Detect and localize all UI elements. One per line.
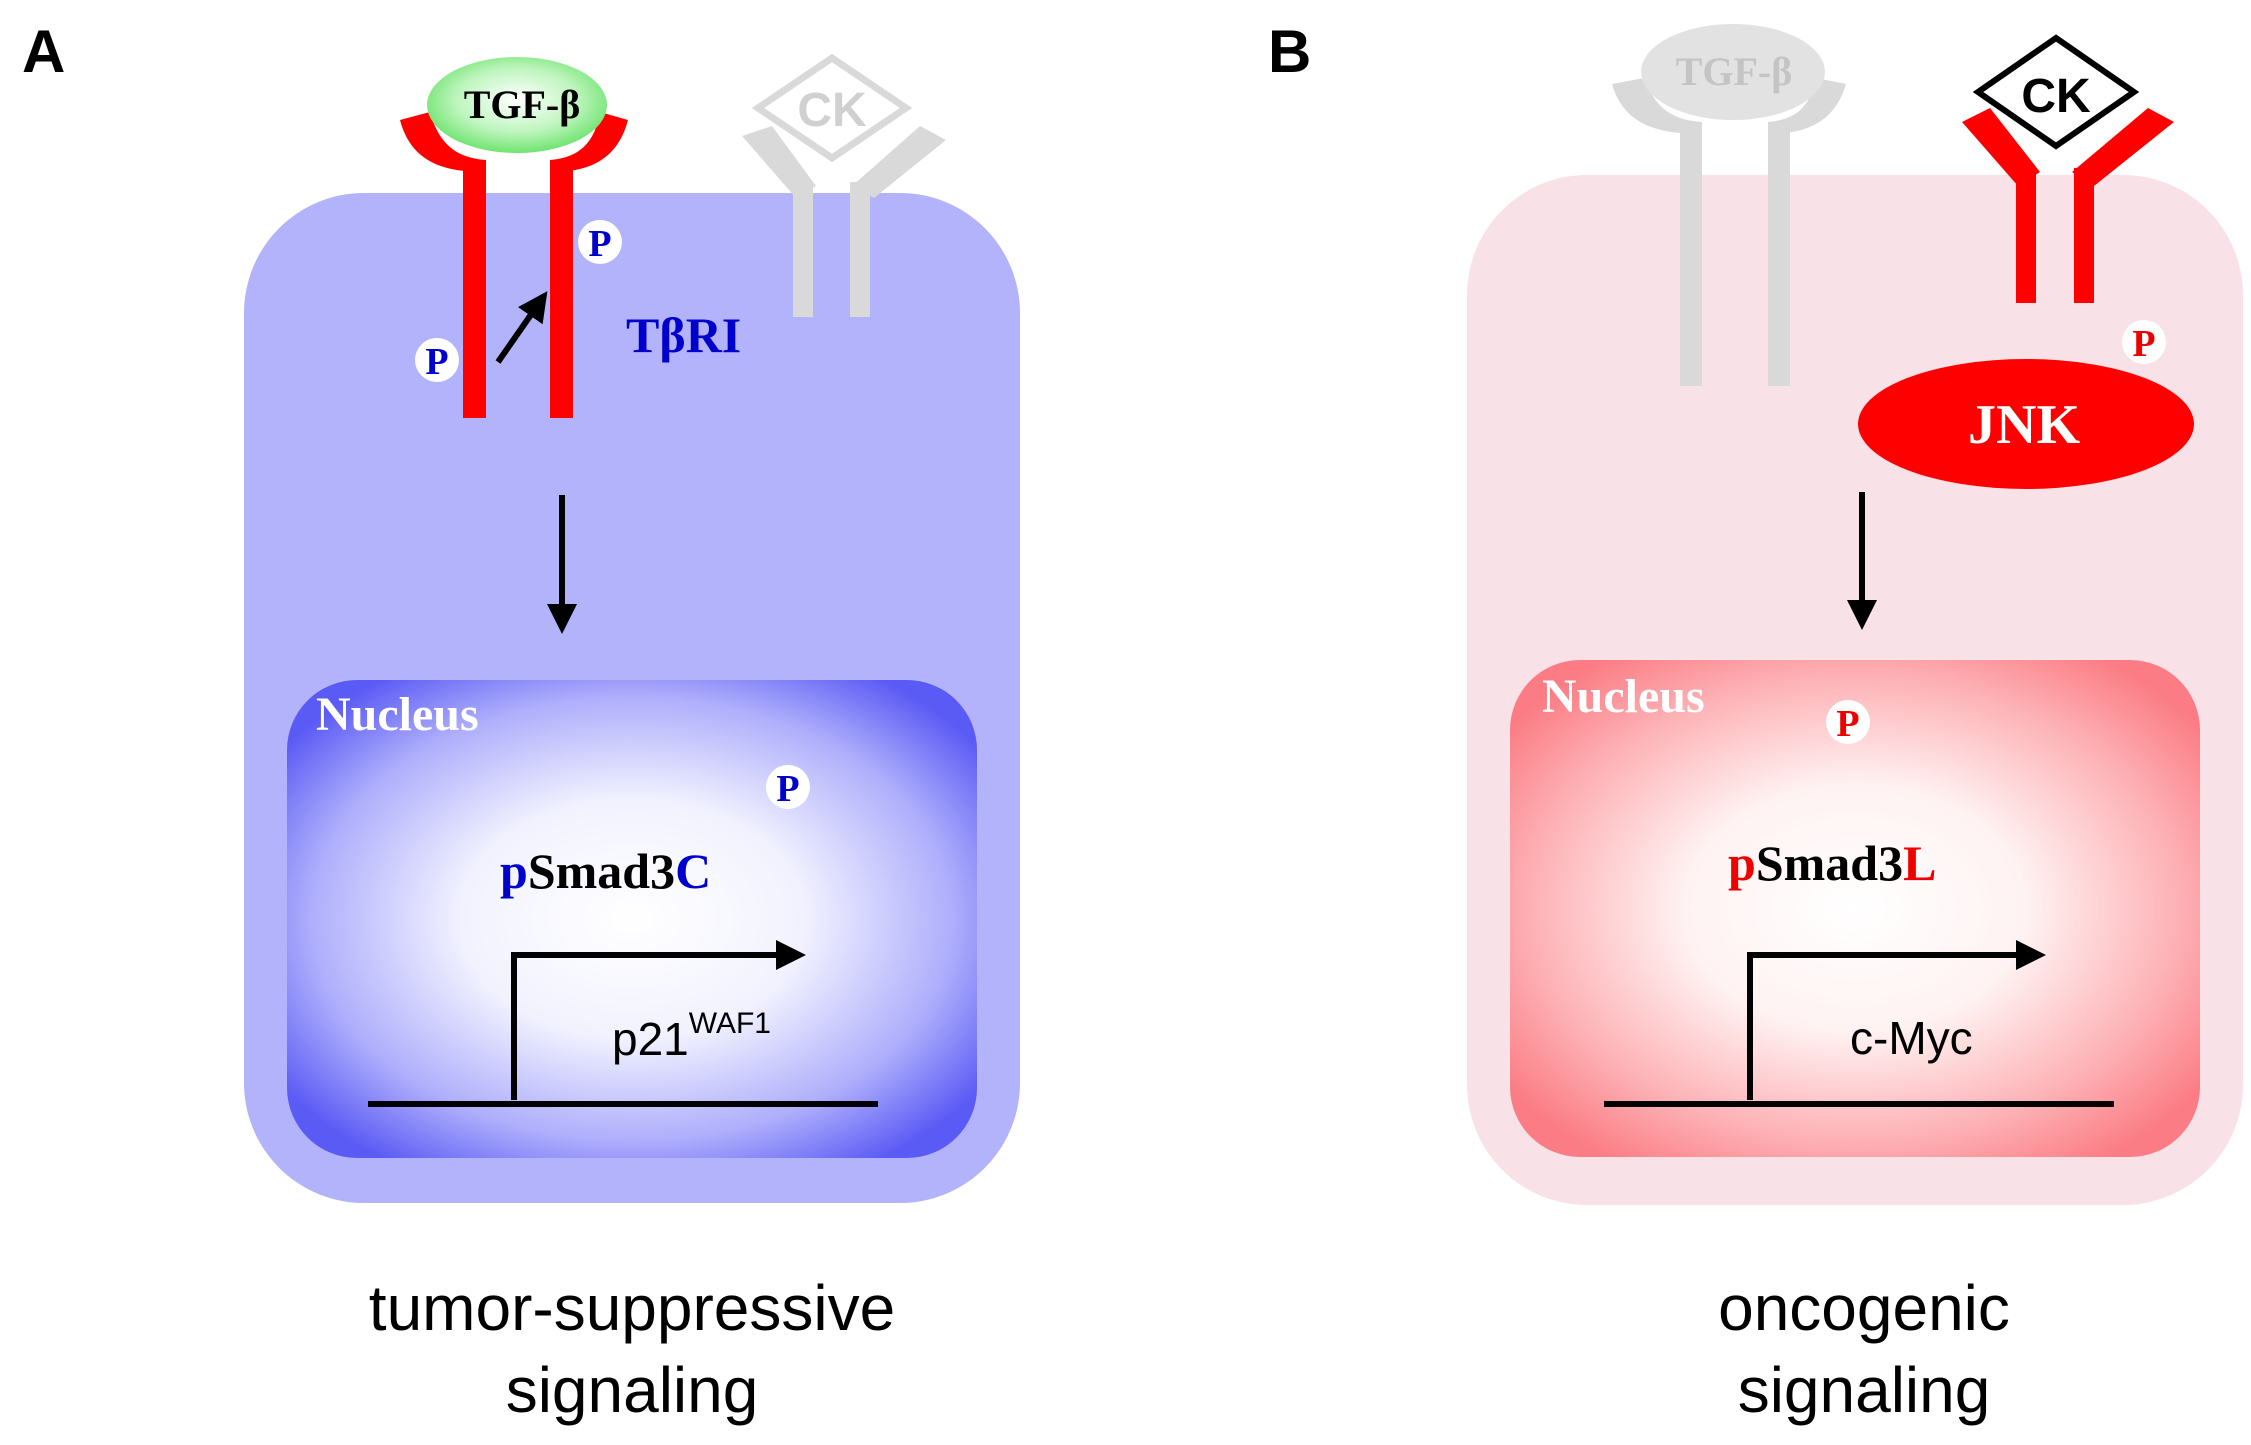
panel-a: A CK TGF-β P P	[22, 18, 1020, 1426]
svg-text:P: P	[1836, 703, 1859, 745]
svg-text:P: P	[588, 223, 611, 265]
caption-a-line1: tumor-suppressive	[369, 1272, 895, 1344]
panel-b-letter: B	[1268, 18, 1311, 85]
ck-label-inactive: CK	[797, 84, 867, 137]
inactive-ck-receptor-a: CK	[742, 53, 946, 317]
nucleus-label-b: Nucleus	[1542, 670, 1705, 723]
inactive-tgfb-receptor-b: TGF-β	[1612, 24, 1846, 386]
nucleus-b	[1510, 660, 2200, 1157]
phospho-receptor-right: P	[578, 220, 622, 265]
panel-b: B TGF-β CK P JNK	[1268, 18, 2243, 1426]
phospho-smad-b: P	[1826, 700, 1870, 745]
psmad3c-label: pSmad3C	[500, 843, 711, 899]
promoter-a	[368, 940, 878, 1107]
ck-diamond-inactive	[751, 53, 913, 163]
transphosphorylation-arrow	[495, 291, 548, 364]
nucleus-a	[287, 680, 977, 1158]
tgfb-receptor-a: TGF-β	[400, 57, 628, 418]
phospho-jnk: P	[2122, 320, 2166, 365]
jnk-label: JNK	[1968, 394, 2080, 456]
svg-text:P: P	[425, 341, 448, 383]
panel-a-letter: A	[22, 18, 65, 85]
caption-b-line1: oncogenic	[1718, 1272, 2010, 1344]
svg-text:P: P	[776, 768, 799, 810]
caption-b-line2: signaling	[1738, 1354, 1991, 1426]
ck-label: CK	[2021, 70, 2091, 123]
ck-diamond	[1972, 34, 2140, 150]
svg-text:P: P	[2132, 323, 2155, 365]
caption-a-line2: signaling	[506, 1354, 759, 1426]
ck-receptor-b: CK	[1962, 34, 2174, 303]
promoter-b	[1604, 940, 2114, 1107]
tgfb-label: TGF-β	[464, 82, 581, 127]
tbri-label: TβRI	[626, 307, 741, 363]
jnk-kinase	[1858, 359, 2194, 489]
gene-a: p21WAF1	[612, 1007, 771, 1065]
tgfb-label-inactive: TGF-β	[1676, 49, 1793, 94]
nucleus-label-a: Nucleus	[316, 688, 479, 741]
tgfb-ligand	[427, 57, 607, 153]
phospho-smad-a: P	[766, 765, 810, 810]
phospho-receptor-left: P	[415, 338, 459, 383]
tgfb-ligand-inactive	[1641, 24, 1825, 120]
psmad3l-label: pSmad3L	[1728, 835, 1936, 891]
gene-b: c-Myc	[1850, 1012, 1973, 1064]
